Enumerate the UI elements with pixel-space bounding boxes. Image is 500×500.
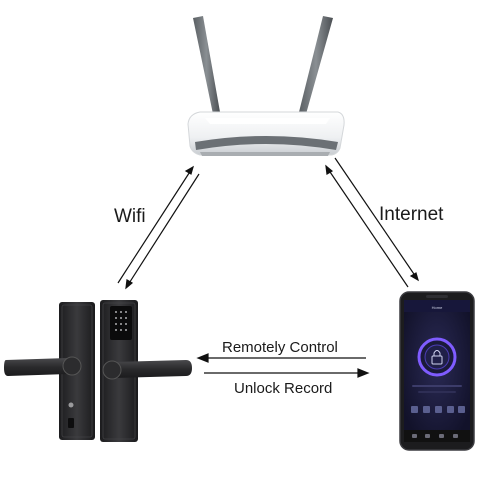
- internet-arrows: [325, 157, 419, 288]
- unlock-record-label: Unlock Record: [234, 380, 333, 397]
- router-icon: [187, 16, 345, 156]
- smartphone-icon: Home: [399, 291, 475, 451]
- control-arrows: [196, 353, 370, 378]
- internet-label: Internet: [379, 204, 444, 225]
- remote-control-label: Remotely Control: [222, 339, 338, 356]
- smart-lock-icon: [4, 300, 192, 442]
- wifi-arrows: [117, 165, 200, 290]
- phone-app-title: Home: [432, 305, 443, 310]
- wifi-label: Wifi: [114, 206, 146, 227]
